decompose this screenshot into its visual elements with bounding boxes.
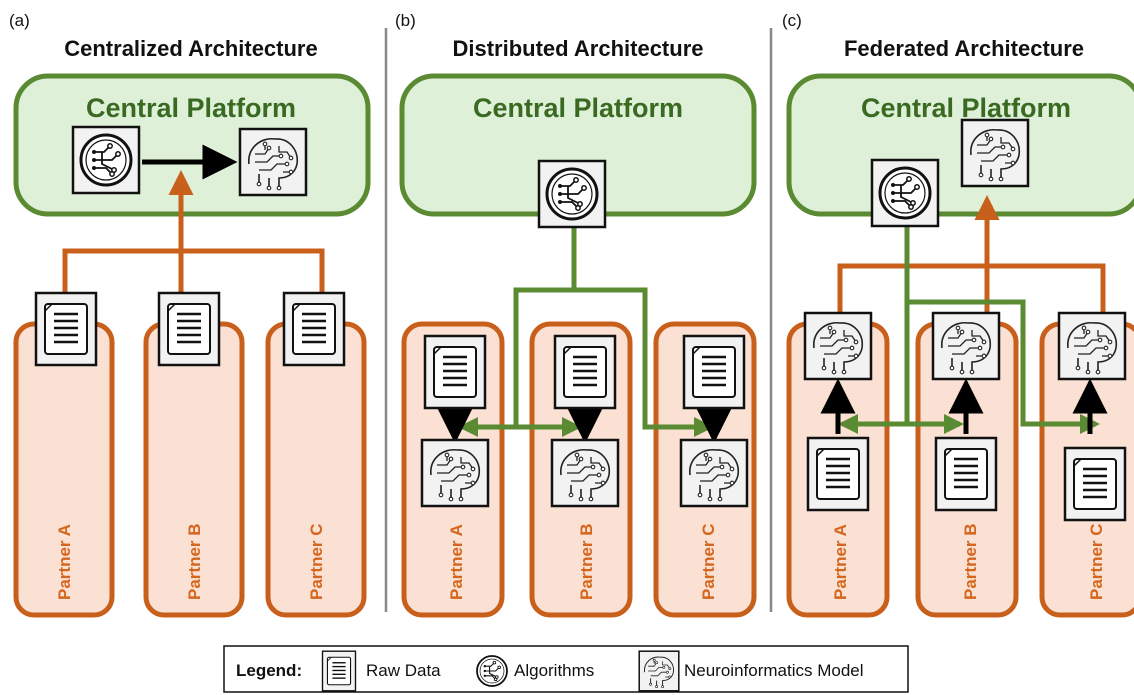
partner-label-c: Partner C — [307, 523, 326, 600]
neuro-model-icon — [1059, 313, 1125, 379]
neuro-model-icon — [805, 313, 871, 379]
neuro-model-icon — [422, 440, 488, 506]
legend-label: Neuroinformatics Model — [684, 661, 864, 680]
central-platform-label: Central Platform — [86, 93, 296, 123]
panel-letter: (c) — [782, 11, 802, 30]
panel-title: Centralized Architecture — [64, 36, 317, 61]
panel-centralized: (a) Centralized Architecture Central Pla… — [9, 11, 371, 618]
panel-federated: (c) Federated Architecture Central Platf… — [782, 11, 1134, 618]
algorithm-icon — [73, 127, 139, 193]
neuro-model-icon — [962, 120, 1028, 186]
raw-data-icon — [159, 293, 219, 365]
raw-data-icon — [36, 293, 96, 365]
central-platform-label: Central Platform — [861, 93, 1071, 123]
raw-data-icon — [1065, 448, 1125, 520]
panel-title: Distributed Architecture — [452, 36, 703, 61]
panel-distributed: (b) Distributed Architecture Central Pla… — [395, 11, 757, 618]
legend-label: Algorithms — [514, 661, 594, 680]
partner-label-b: Partner B — [577, 523, 596, 600]
raw-data-icon — [936, 438, 996, 510]
raw-data-icon — [684, 336, 744, 408]
neuro-model-icon — [933, 313, 999, 379]
neuro-model-icon — [681, 440, 747, 506]
legend-title: Legend: — [236, 661, 302, 680]
algorithm-icon — [539, 161, 605, 227]
raw-data-icon — [321, 650, 357, 692]
panel-letter: (b) — [395, 11, 416, 30]
central-platform-label: Central Platform — [473, 93, 683, 123]
raw-data-icon — [284, 293, 344, 365]
algorithm-icon — [476, 655, 508, 687]
raw-data-icon — [808, 438, 868, 510]
partner-label-c: Partner C — [699, 523, 718, 600]
neuro-model-icon — [638, 650, 680, 692]
neuro-model-icon — [552, 440, 618, 506]
raw-data-icon — [555, 336, 615, 408]
raw-data-icon — [425, 336, 485, 408]
partner-label-a: Partner A — [55, 524, 74, 600]
partner-label-c: Partner C — [1087, 523, 1106, 600]
partner-label-a: Partner A — [831, 524, 850, 600]
algorithm-icon — [872, 160, 938, 226]
partner-label-a: Partner A — [447, 524, 466, 600]
legend: Legend: Raw Data Algorithms Neuroinforma… — [223, 645, 909, 693]
partner-label-b: Partner B — [185, 523, 204, 600]
legend-label: Raw Data — [366, 661, 441, 680]
panel-letter: (a) — [9, 11, 30, 30]
neuro-model-icon — [240, 129, 306, 195]
panel-title: Federated Architecture — [844, 36, 1084, 61]
partner-label-b: Partner B — [961, 523, 980, 600]
